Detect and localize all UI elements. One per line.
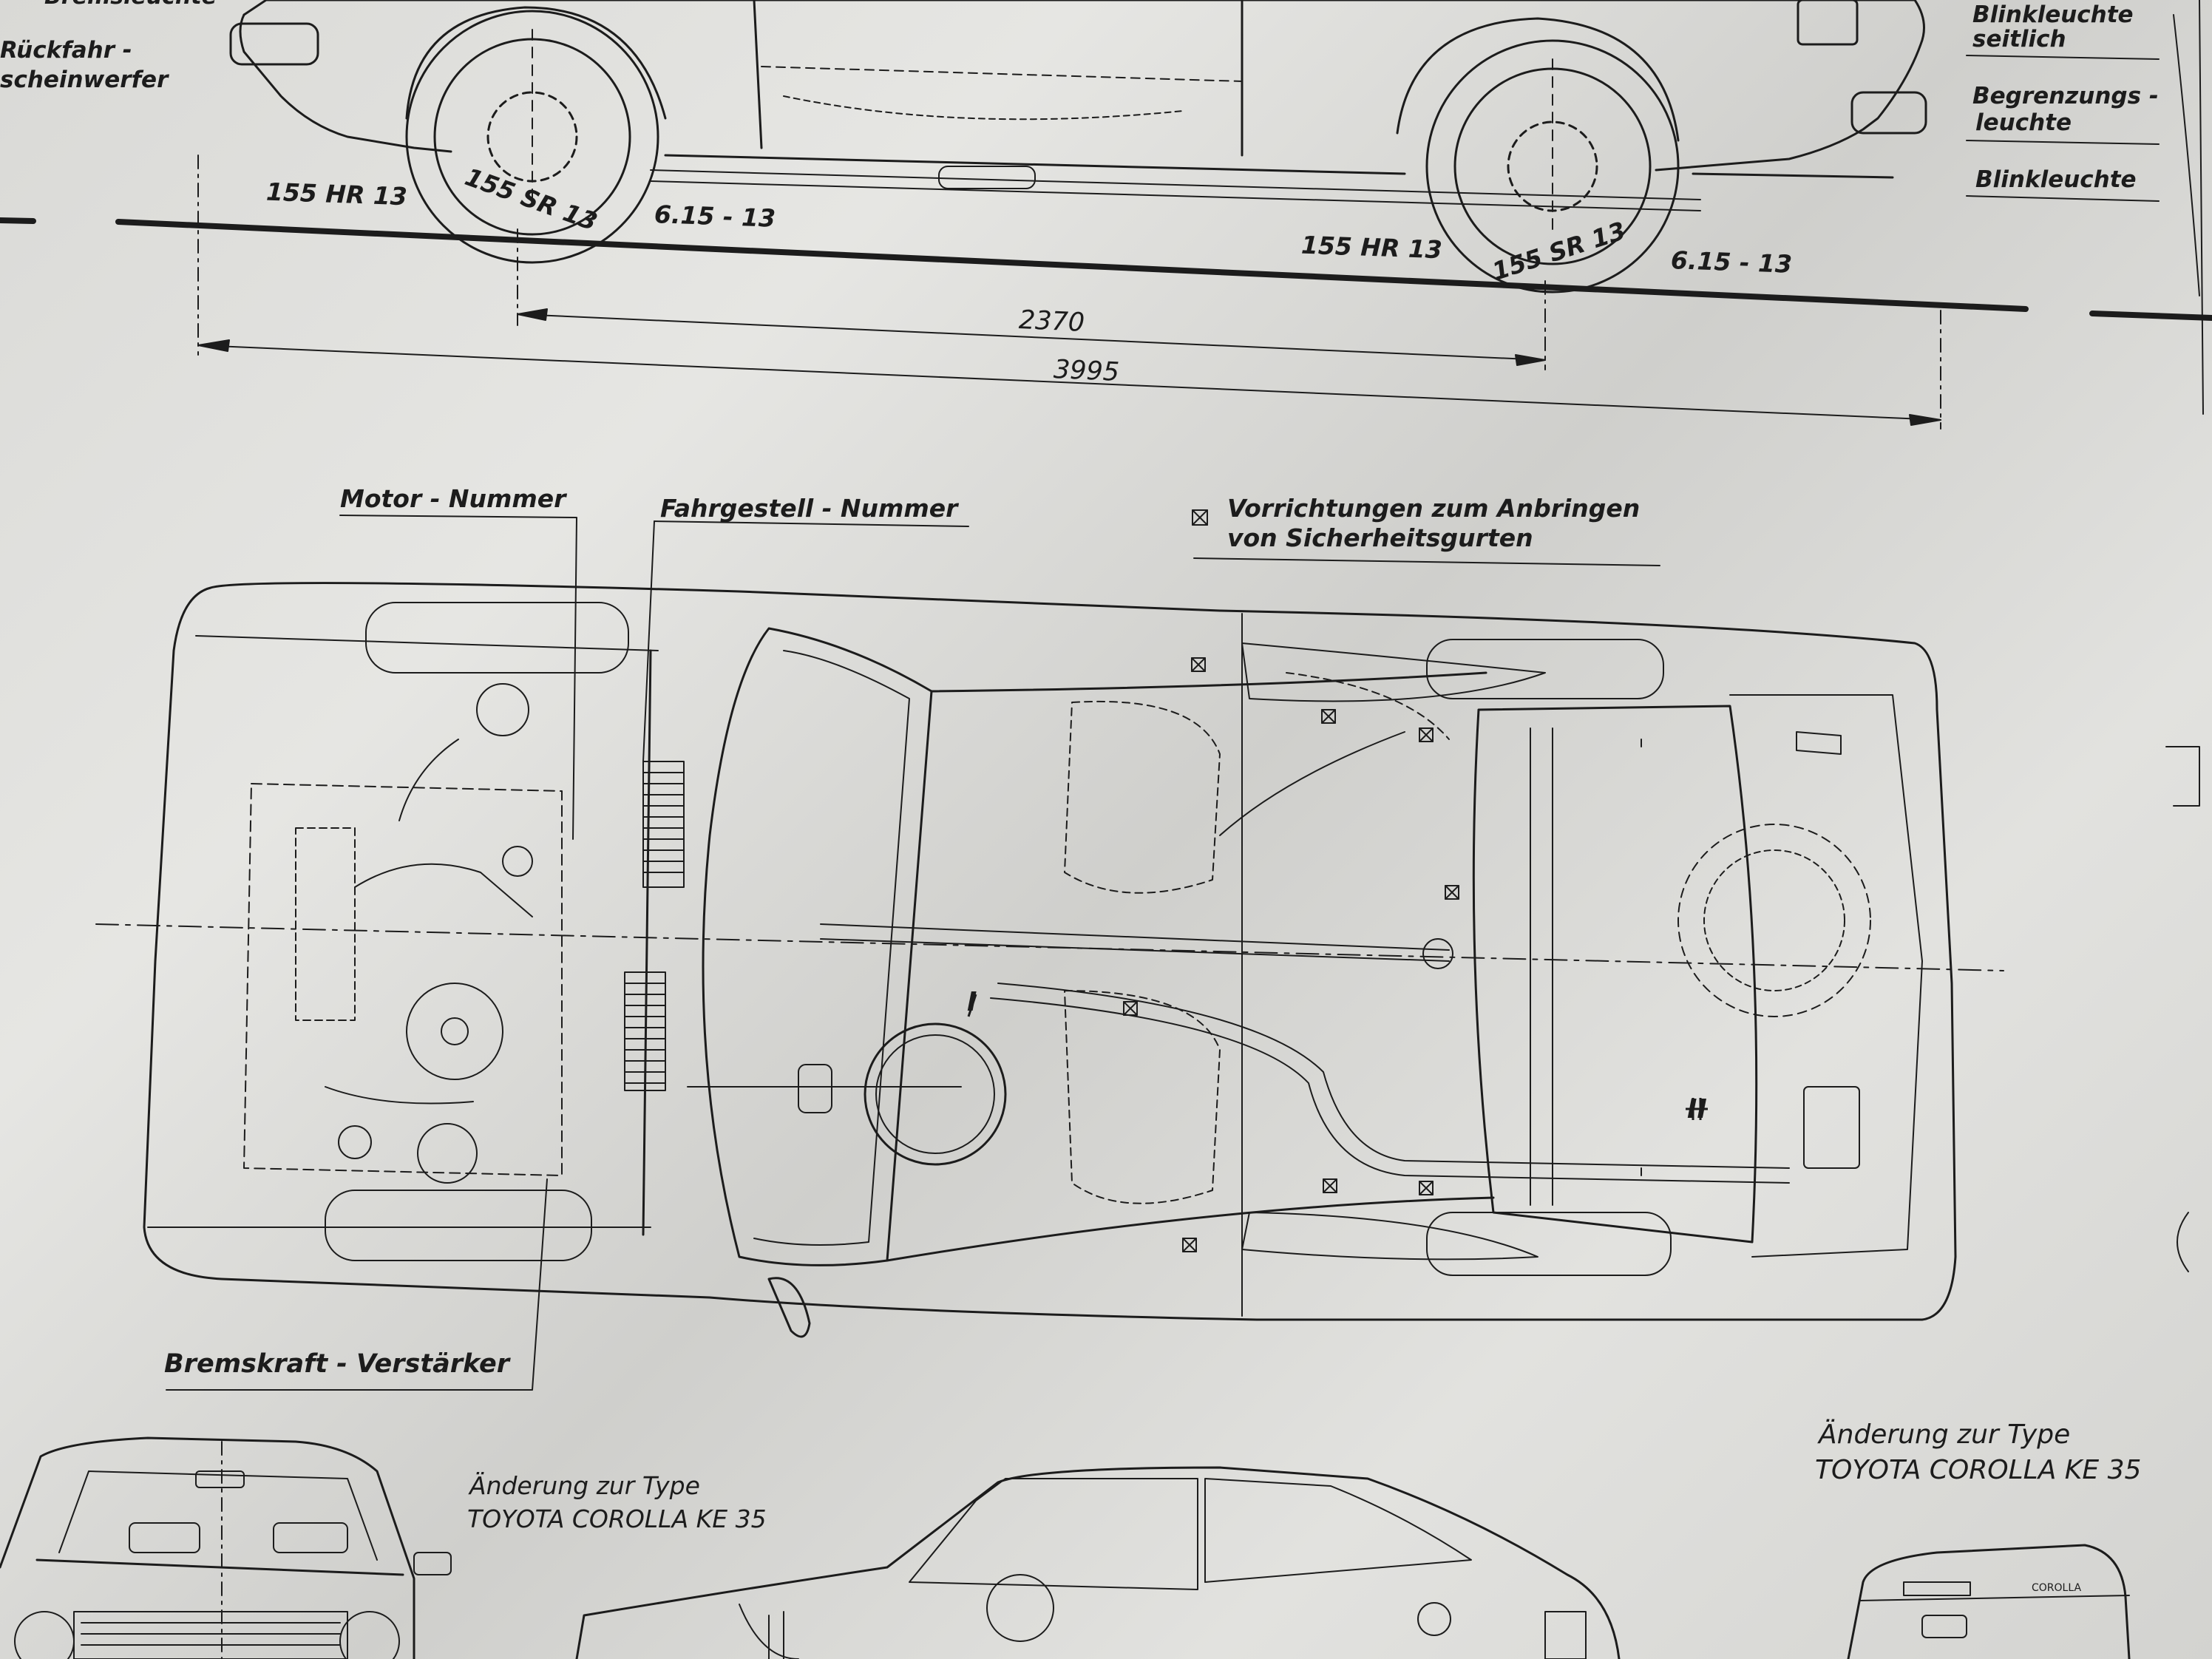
dimension-wheelbase: 2370 [1018, 305, 1085, 338]
side-view [0, 0, 2212, 415]
dimension-lines [197, 155, 1941, 430]
belt-mount-markers [1123, 509, 1459, 1252]
label-blinkleuchte-seitlich-2: seitlich [1972, 26, 2066, 52]
label-gurte-2: von Sicherheitsgurten [1227, 523, 1533, 552]
label-motor-nummer: Motor - Nummer [340, 484, 566, 513]
marker-II: II [1687, 1094, 1707, 1124]
label-rim-rear: 6.15 - 13 [654, 200, 776, 233]
engine [243, 683, 563, 1184]
label-aenderung-right: Änderung zur Type [1819, 1419, 2071, 1450]
label-begrenzungsleuchte: Begrenzungs - [1972, 83, 2159, 109]
label-fahrgestell-nummer: Fahrgestell - Nummer [660, 494, 958, 523]
label-rueckfahr-2: scheinwerfer [0, 67, 169, 93]
plan-view [95, 509, 2200, 1391]
rear-view-bottom [1847, 1544, 2131, 1659]
label-bremskraft-verstaerker: Bremskraft - Verstärker [164, 1349, 509, 1379]
label-aenderung-left-type: TOYOTA COROLLA KE 35 [467, 1504, 767, 1533]
label-tire-rear-hr: 155 HR 13 [265, 177, 408, 211]
label-aenderung-right-type: TOYOTA COROLLA KE 35 [1815, 1455, 2142, 1485]
rear-wheel [405, 10, 659, 264]
side-view-bottom [575, 1466, 1621, 1659]
badge-corolla: COROLLA [2032, 1582, 2082, 1594]
front-view-bottom [0, 1436, 452, 1659]
seats [1064, 672, 1450, 1204]
label-begrenzungsleuchte-2: leuchte [1975, 109, 2072, 136]
dimension-length: 3995 [1053, 355, 1120, 387]
marker-I: I [967, 987, 977, 1017]
label-rim-front: 6.15 - 13 [1670, 245, 1793, 279]
label-aenderung-left: Änderung zur Type [469, 1471, 700, 1500]
label-tire-front-hr: 155 HR 13 [1300, 230, 1443, 265]
label-rueckfahr: Rückfahr - [0, 37, 132, 64]
label-blinkleuchte: Blinkleuchte [1975, 166, 2137, 193]
label-blinkleuchte-seitlich: Blinkleuchte [1972, 1, 2134, 28]
label-gurte: Vorrichtungen zum Anbringen [1227, 494, 1641, 523]
label-bremsleuchte: Bremsleuchte [44, 0, 217, 10]
